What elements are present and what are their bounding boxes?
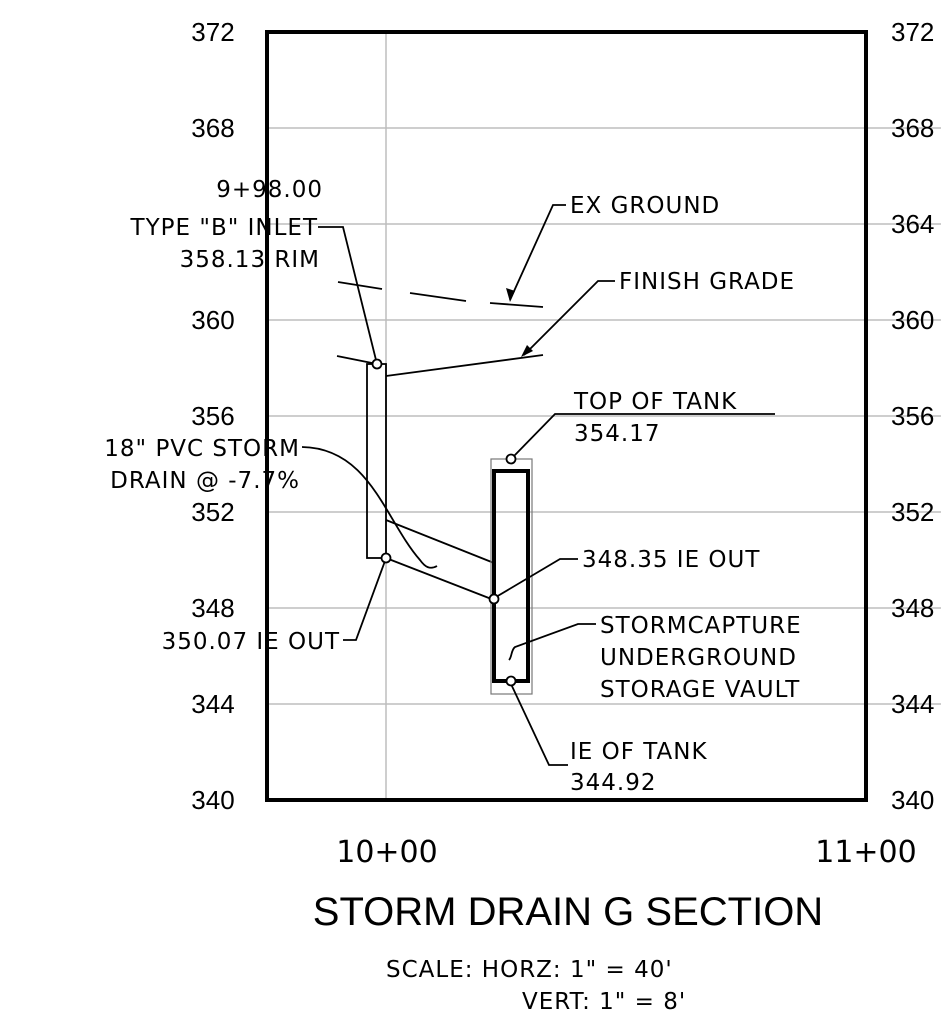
elev-label-left-348: 348 [191, 593, 234, 623]
inlet-type-label: TYPE "B" INLET [130, 215, 318, 241]
vault-label-line1: STORMCAPTURE [600, 613, 802, 639]
elev-label-left-368: 368 [191, 113, 234, 143]
ex-ground-label: EX GROUND [570, 193, 720, 219]
elev-label-right-364: 364 [891, 209, 934, 239]
right-elevation-axis: 372 368 364 360 356 352 348 344 340 [891, 17, 934, 815]
elev-label-right-356: 356 [891, 401, 934, 431]
leader-lines [301, 204, 775, 766]
stormcapture-storage-vault [492, 469, 530, 683]
existing-ground-line [337, 281, 544, 308]
top-of-tank-label: TOP OF TANK [573, 389, 737, 415]
storm-drain-pipe [385, 519, 495, 601]
elev-label-right-372: 372 [891, 17, 934, 47]
top-of-tank-elev-label: 354.17 [574, 421, 660, 447]
finish-grade-line [336, 354, 544, 377]
elev-label-right-344: 344 [891, 689, 934, 719]
drawing-title: STORM DRAIN G SECTION [313, 890, 823, 934]
left-elevation-axis: 372 368 360 356 352 348 344 340 [191, 17, 234, 815]
tank-ie-point [505, 675, 517, 687]
pipe-label-line2: DRAIN @ -7.7% [110, 468, 300, 494]
elev-label-left-356: 356 [191, 401, 234, 431]
elev-label-left-372: 372 [191, 17, 234, 47]
scale-vert-label: VERT: 1" = 8' [522, 989, 686, 1015]
annotations: 9+98.00 TYPE "B" INLET 358.13 RIM EX GRO… [104, 177, 802, 796]
vault-label-line3: STORAGE VAULT [600, 677, 800, 703]
pipe-label-line1: 18" PVC STORM [104, 436, 300, 462]
tank-ie-out-point [488, 593, 500, 605]
station-label-10-00: 10+00 [336, 835, 437, 870]
inlet-rim-point [371, 358, 383, 370]
elev-label-right-352: 352 [891, 497, 934, 527]
tank-top-point [505, 453, 517, 465]
type-b-inlet-structure [366, 363, 387, 559]
inlet-rim-label: 358.13 RIM [180, 247, 320, 273]
elev-label-left-352: 352 [191, 497, 234, 527]
elev-label-left-360: 360 [191, 305, 234, 335]
elev-label-right-340: 340 [891, 785, 934, 815]
station-label-11-00: 11+00 [815, 835, 916, 870]
ie-of-tank-label: IE OF TANK [570, 739, 708, 765]
elev-label-right-360: 360 [891, 305, 934, 335]
finish-grade-label: FINISH GRADE [619, 269, 795, 295]
elev-label-right-348: 348 [891, 593, 934, 623]
ie-out-tank-label: 348.35 IE OUT [582, 547, 760, 573]
elev-label-left-340: 340 [191, 785, 234, 815]
inlet-ie-out-point [380, 552, 392, 564]
profile-frame [265, 30, 868, 802]
elev-label-left-344: 344 [191, 689, 234, 719]
inlet-station-label: 9+98.00 [216, 177, 323, 203]
elev-label-right-368: 368 [891, 113, 934, 143]
vault-label-line2: UNDERGROUND [600, 645, 797, 671]
storage-vault-outline [490, 458, 533, 695]
ie-out-inlet-label: 350.07 IE OUT [162, 629, 340, 655]
ie-of-tank-elev-label: 344.92 [570, 770, 656, 796]
scale-horz-label: SCALE: HORZ: 1" = 40' [386, 957, 673, 983]
grid-lines [267, 32, 941, 800]
